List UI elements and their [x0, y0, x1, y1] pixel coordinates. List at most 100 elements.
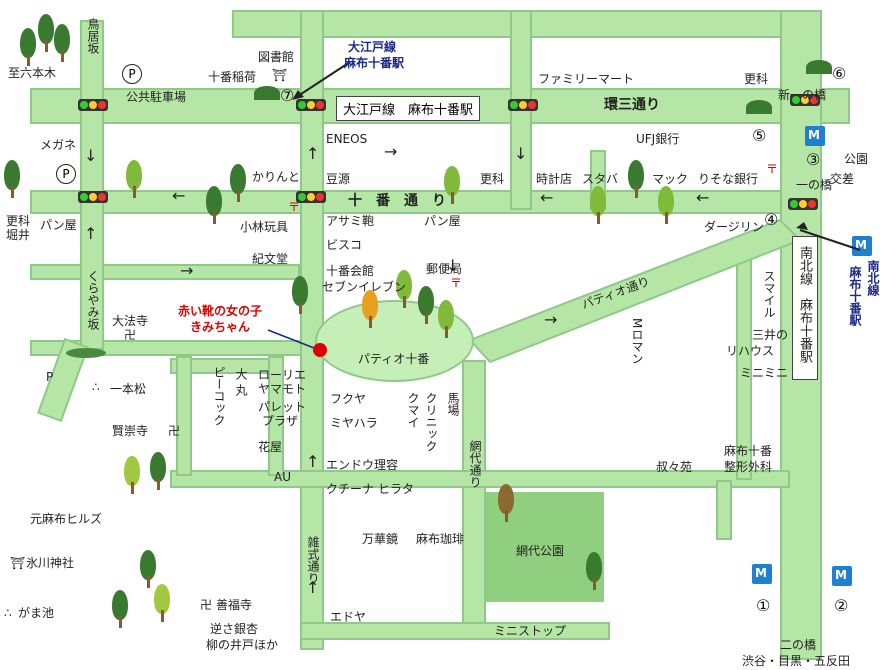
arrow-up-icon: ↑ [306, 578, 320, 597]
palette-label: パレット [258, 400, 307, 414]
yanagi-label: 柳の井戸ほか [206, 638, 279, 652]
arrow-down-icon: ↓ [84, 146, 98, 165]
sarashina-2-label: 更科 [480, 172, 505, 186]
arrow-right-icon: → [544, 310, 558, 329]
sarashina-label: 更科 [744, 72, 769, 86]
kibundo-label: 紀文堂 [252, 252, 289, 266]
shrine-icon: ⛩ [10, 556, 26, 570]
post-office-label: 郵便局 [426, 262, 463, 276]
kurayami-zaka-label: くらやみ坂 [86, 270, 100, 330]
kan3-dori-label: 環三通り [604, 97, 660, 113]
library-label: 図書館 [258, 50, 295, 64]
gamaike-label: がま池 [18, 606, 55, 620]
sarashina-horii-label: 更科 [6, 214, 31, 228]
mamegen-label: 豆源 [326, 172, 351, 186]
baba-label: 馬場 [446, 392, 460, 416]
road-bottom [300, 622, 610, 640]
arrow-right-icon: → [384, 142, 398, 161]
temple-icon: 卍 [200, 598, 213, 612]
kumai-label: クマイ [406, 392, 420, 428]
temple-icon: 卍 [124, 328, 137, 342]
post-icon: 〒 [766, 162, 779, 176]
ajiro-park-label: 網代公園 [516, 544, 565, 558]
daimaru-label-2: 丸 [234, 384, 248, 396]
exit-number-6: ⑥ [832, 64, 847, 83]
shukuen-label: 叔々苑 [656, 460, 693, 474]
oedo-station-label: 麻布十番駅 [344, 56, 405, 70]
arrow-down-icon: ↓ [446, 256, 460, 275]
laurier-label: ローリエ [258, 368, 307, 382]
shibuya-direction-label: 渋谷・目黒・五反田 [742, 654, 851, 668]
toriizaka-label: 鳥居坂 [86, 18, 100, 54]
kobayashi-toy-label: 小林玩具 [240, 220, 289, 234]
parking-icon: P [122, 64, 142, 84]
karinto-label: かりんと [252, 170, 301, 184]
nanboku-station-right-label: 麻布十番駅 [848, 266, 862, 326]
parking-left-label: P [46, 370, 54, 384]
arrow-up-icon: ↑ [84, 224, 98, 243]
seven-eleven-label: セブンイレブン [322, 280, 407, 294]
zatsushiki-dori-label: 雑式通り [306, 536, 320, 584]
horii-label: 堀井 [6, 228, 31, 242]
resona-bank-label: りそな銀行 [698, 172, 759, 186]
exit-number-4: ④ [764, 210, 779, 229]
post-icon: 〒 [450, 276, 463, 290]
bisco-label: ビスコ [326, 238, 363, 252]
ufj-bank-label: UFJ銀行 [636, 132, 680, 146]
arrow-up-icon: ↑ [306, 452, 320, 471]
clock-shop-label: 時計店 [536, 172, 573, 186]
metro-icon [832, 566, 852, 586]
hikawa-shrine-label: 氷川神社 [26, 556, 75, 570]
road-small-vert1 [176, 356, 192, 476]
arrow-down-icon: ↓ [514, 144, 528, 163]
bakery-2-label: パン屋 [424, 214, 461, 228]
kimi-pointer-arrow [267, 329, 315, 349]
traffic-signal [508, 99, 538, 111]
arrow-left-icon: ← [172, 186, 186, 205]
kenshuji-label: 賢崇寺 [112, 424, 149, 438]
daimaru-label-1: 大 [234, 368, 248, 380]
clinic-label: クリニック [424, 392, 438, 452]
juban-seikei-label: 麻布十番 [724, 444, 773, 458]
shrine-icon: ⛩ [272, 68, 288, 82]
miyahara-label: ミヤハラ [330, 416, 378, 430]
traffic-signal [790, 94, 820, 106]
ninohashi-label: 二の橋 [780, 638, 817, 652]
metro-icon [752, 564, 772, 584]
metro-icon [852, 236, 872, 256]
patio-juban-plaza [315, 300, 474, 382]
azabu-coffee-label: 麻布珈琲 [416, 532, 465, 546]
oedo-station-box: 大江戸線 麻布十番駅 [336, 96, 481, 121]
bankakyo-label: 万華鏡 [362, 532, 399, 546]
kosaten-label: 交差 [830, 172, 855, 186]
roppongi-label: 至六本木 [8, 66, 57, 80]
fukuya-label: フクヤ [330, 392, 367, 406]
family-mart-label: ファミリーマート [538, 72, 635, 86]
shin-ichinohashi-label: 新一の橋 [778, 88, 827, 102]
minimini-label: ミニミニ [740, 366, 789, 380]
arrow-up-icon: ↑ [306, 144, 320, 163]
rehaus-label: リハウス [726, 344, 775, 358]
nanboku-line-vert-label: 南北線 [797, 246, 812, 285]
starbucks-label: スタバ [582, 172, 619, 186]
arrow-left-icon: ← [540, 188, 554, 207]
cucina-label: クチーナ [326, 482, 375, 496]
parking-icon: P [56, 164, 76, 184]
asami-label: アサミ鞄 [326, 214, 375, 228]
traffic-signal [296, 191, 326, 203]
road-lower-hor [170, 470, 790, 488]
road-small-vert2 [268, 356, 284, 476]
exit-number-1: ① [756, 596, 771, 615]
kimi-chan-label-1: 赤い靴の女の子 [178, 304, 263, 318]
eneos-label: ENEOS [326, 132, 368, 146]
kimi-statue-marker [313, 343, 327, 357]
ajiro-dori-label: 網代通り [468, 440, 482, 488]
nanboku-line-right-label: 南北線 [866, 260, 880, 296]
traffic-signal [78, 191, 108, 203]
traffic-signal [296, 99, 326, 111]
seikei-geka-label: 整形外科 [724, 460, 773, 474]
motoazabu-hills-label: 元麻布ヒルズ [30, 512, 103, 526]
m-roman-label: Mロマン [630, 318, 644, 365]
nanboku-pointer-arrow [799, 229, 861, 251]
oedo-pointer-arrow [294, 61, 351, 99]
